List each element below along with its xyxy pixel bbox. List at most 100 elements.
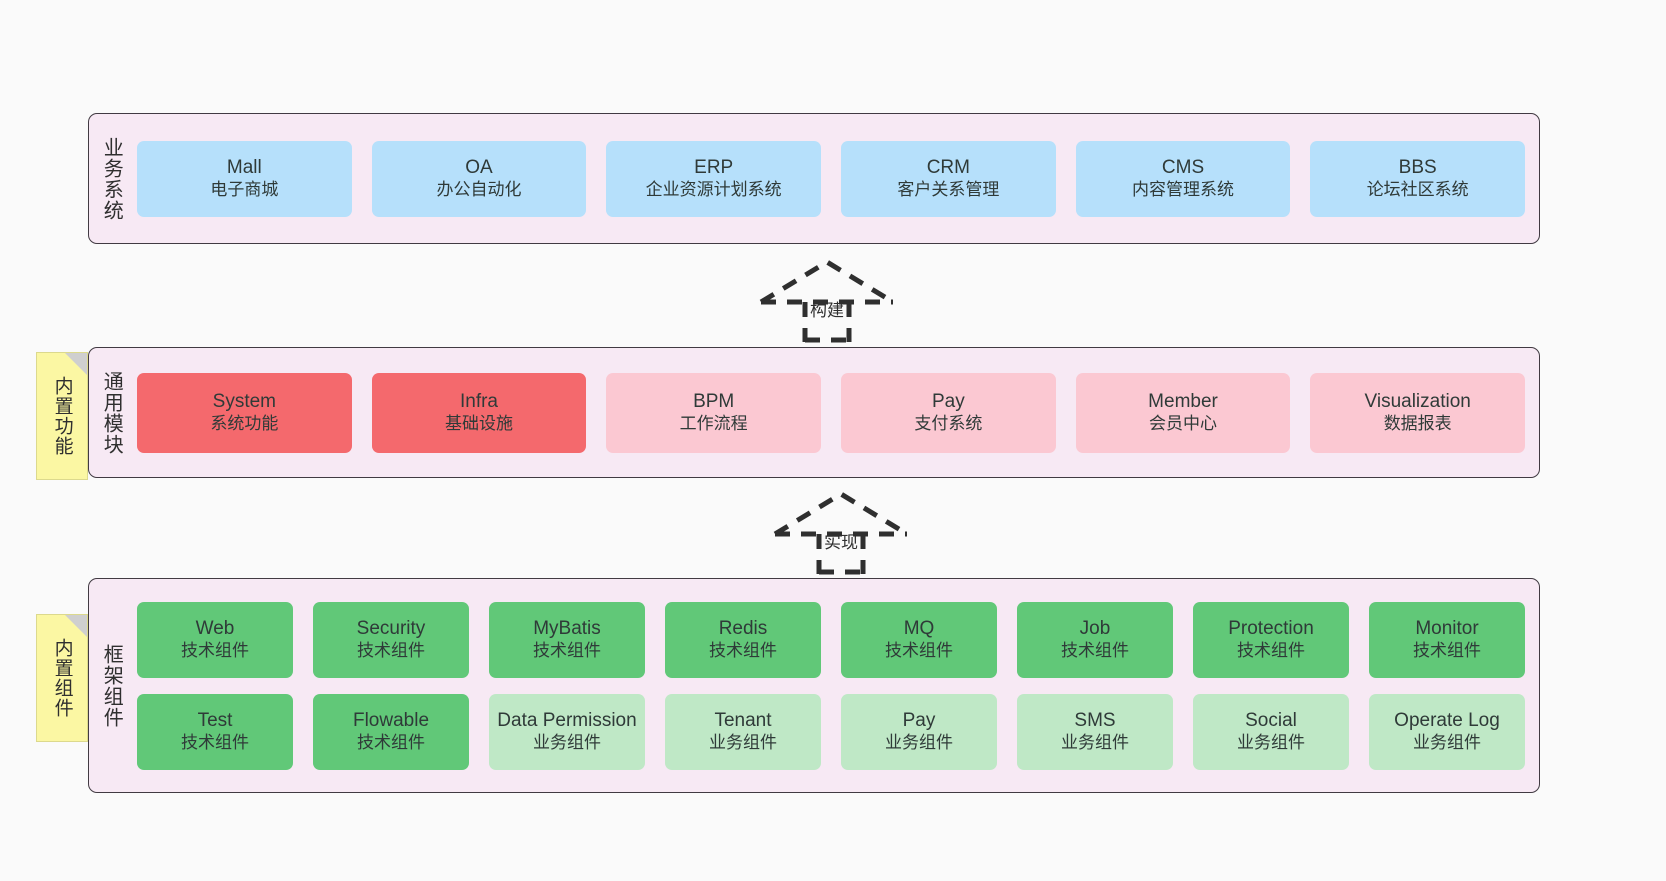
card-subtitle: 业务组件 — [709, 732, 777, 752]
card-title: Social — [1245, 709, 1297, 731]
card-subtitle: 内容管理系统 — [1132, 179, 1235, 199]
card-title: Data Permission — [497, 709, 637, 731]
layer-body-common-module: System 系统功能 Infra 基础设施 BPM 工作流程 Pay 支付系统… — [133, 348, 1539, 477]
card-row: System 系统功能 Infra 基础设施 BPM 工作流程 Pay 支付系统… — [137, 372, 1526, 453]
card-subtitle: 业务组件 — [1237, 732, 1305, 752]
layer-common-module: 通用模块 System 系统功能 Infra 基础设施 BPM 工作流程 Pay… — [88, 347, 1540, 478]
card-row-tech: Web 技术组件 Security 技术组件 MyBatis 技术组件 Redi… — [137, 601, 1525, 678]
card-title: Operate Log — [1394, 709, 1500, 731]
connector-stem-dashed — [802, 302, 852, 343]
note-fold-corner — [65, 615, 87, 637]
card-title: Member — [1148, 390, 1218, 412]
card-web[interactable]: Web 技术组件 — [137, 601, 293, 678]
card-infra[interactable]: Infra 基础设施 — [371, 372, 587, 453]
card-tenant[interactable]: Tenant 业务组件 — [665, 693, 821, 770]
card-title: Visualization — [1364, 390, 1471, 412]
card-pay-component[interactable]: Pay 业务组件 — [841, 693, 997, 770]
card-title: Redis — [718, 617, 768, 639]
connector-label: 构建 — [810, 301, 844, 320]
card-title: OA — [465, 156, 493, 178]
sticky-note-builtin-component: 内置组件 — [36, 614, 88, 742]
card-mybatis[interactable]: MyBatis 技术组件 — [489, 601, 645, 678]
note-label: 内置组件 — [51, 638, 73, 718]
note-fold-corner — [65, 353, 87, 375]
card-title: Job — [1079, 617, 1111, 639]
card-subtitle: 技术组件 — [181, 732, 249, 752]
card-subtitle: 技术组件 — [1413, 640, 1481, 660]
connector-implement: 实现 — [771, 490, 911, 575]
card-sms[interactable]: SMS 业务组件 — [1017, 693, 1173, 770]
connector-label: 实现 — [824, 533, 858, 552]
card-subtitle: 支付系统 — [914, 413, 983, 433]
card-redis[interactable]: Redis 技术组件 — [665, 601, 821, 678]
card-crm[interactable]: CRM 客户关系管理 — [841, 140, 1056, 217]
card-subtitle: 技术组件 — [885, 640, 953, 660]
card-subtitle: 企业资源计划系统 — [645, 179, 782, 199]
card-data-permission[interactable]: Data Permission 业务组件 — [489, 693, 645, 770]
card-title: Pay — [931, 390, 965, 412]
layer-title-common-module: 通用模块 — [100, 370, 123, 455]
card-subtitle: 基础设施 — [445, 413, 513, 433]
sticky-note-builtin-function: 内置功能 — [36, 352, 88, 480]
card-subtitle: 技术组件 — [1061, 640, 1129, 660]
card-title: BPM — [693, 390, 735, 412]
card-title: MyBatis — [533, 617, 601, 639]
card-subtitle: 技术组件 — [357, 732, 425, 752]
card-title: Protection — [1228, 617, 1314, 639]
connector-stem-dashed — [816, 534, 866, 575]
card-subtitle: 技术组件 — [533, 640, 601, 660]
card-monitor[interactable]: Monitor 技术组件 — [1369, 601, 1525, 678]
note-label: 内置功能 — [51, 376, 73, 456]
card-protection[interactable]: Protection 技术组件 — [1193, 601, 1349, 678]
card-oa[interactable]: OA 办公自动化 — [371, 140, 587, 217]
card-erp[interactable]: ERP 企业资源计划系统 — [606, 140, 822, 217]
card-subtitle: 办公自动化 — [436, 179, 522, 199]
card-bpm[interactable]: BPM 工作流程 — [606, 372, 822, 453]
card-flowable[interactable]: Flowable 技术组件 — [313, 693, 469, 770]
card-title: Security — [356, 617, 426, 639]
card-cms[interactable]: CMS 内容管理系统 — [1075, 140, 1291, 217]
card-subtitle: 技术组件 — [709, 640, 777, 660]
card-title: Test — [197, 709, 233, 731]
card-subtitle: 会员中心 — [1149, 413, 1218, 433]
card-row-business: Test 技术组件 Flowable 技术组件 Data Permission … — [137, 693, 1525, 770]
card-row: Mall 电子商城 OA 办公自动化 ERP 企业资源计划系统 CRM 客户关系… — [137, 140, 1526, 217]
card-security[interactable]: Security 技术组件 — [313, 601, 469, 678]
card-subtitle: 业务组件 — [1413, 732, 1481, 752]
card-mq[interactable]: MQ 技术组件 — [841, 601, 997, 678]
card-social[interactable]: Social 业务组件 — [1193, 693, 1349, 770]
card-subtitle: 电子商城 — [210, 179, 279, 199]
card-subtitle: 客户关系管理 — [897, 179, 1000, 199]
card-mall[interactable]: Mall 电子商城 — [137, 140, 352, 217]
card-test[interactable]: Test 技术组件 — [137, 693, 293, 770]
card-title: ERP — [694, 156, 734, 178]
card-subtitle: 业务组件 — [1061, 732, 1129, 752]
card-pay[interactable]: Pay 支付系统 — [841, 372, 1056, 453]
layer-body-framework-component: Web 技术组件 Security 技术组件 MyBatis 技术组件 Redi… — [133, 579, 1539, 792]
card-system[interactable]: System 系统功能 — [137, 372, 352, 453]
layer-business-system: 业务系统 Mall 电子商城 OA 办公自动化 ERP 企业资源计划系统 CRM… — [88, 113, 1540, 244]
card-subtitle: 工作流程 — [679, 413, 748, 433]
card-subtitle: 技术组件 — [181, 640, 249, 660]
card-visualization[interactable]: Visualization 数据报表 — [1310, 372, 1526, 453]
layer-title-framework-component: 框架组件 — [100, 643, 123, 728]
card-title: System — [212, 390, 277, 412]
card-job[interactable]: Job 技术组件 — [1017, 601, 1173, 678]
card-subtitle: 业务组件 — [885, 732, 953, 752]
card-operate-log[interactable]: Operate Log 业务组件 — [1369, 693, 1525, 770]
card-member[interactable]: Member 会员中心 — [1075, 372, 1291, 453]
layer-framework-component: 框架组件 Web 技术组件 Security 技术组件 MyBatis 技术组件… — [88, 578, 1540, 793]
card-bbs[interactable]: BBS 论坛社区系统 — [1310, 140, 1526, 217]
card-title: BBS — [1398, 156, 1437, 178]
layer-title-business-system: 业务系统 — [100, 136, 123, 221]
card-title: CMS — [1161, 156, 1205, 178]
connector-build: 构建 — [757, 258, 897, 343]
card-title: CRM — [926, 156, 970, 178]
card-subtitle: 技术组件 — [1237, 640, 1305, 660]
card-title: MQ — [903, 617, 935, 639]
card-subtitle: 论坛社区系统 — [1366, 179, 1469, 199]
card-title: Pay — [902, 709, 936, 731]
card-subtitle: 数据报表 — [1383, 413, 1452, 433]
card-title: Tenant — [714, 709, 772, 731]
